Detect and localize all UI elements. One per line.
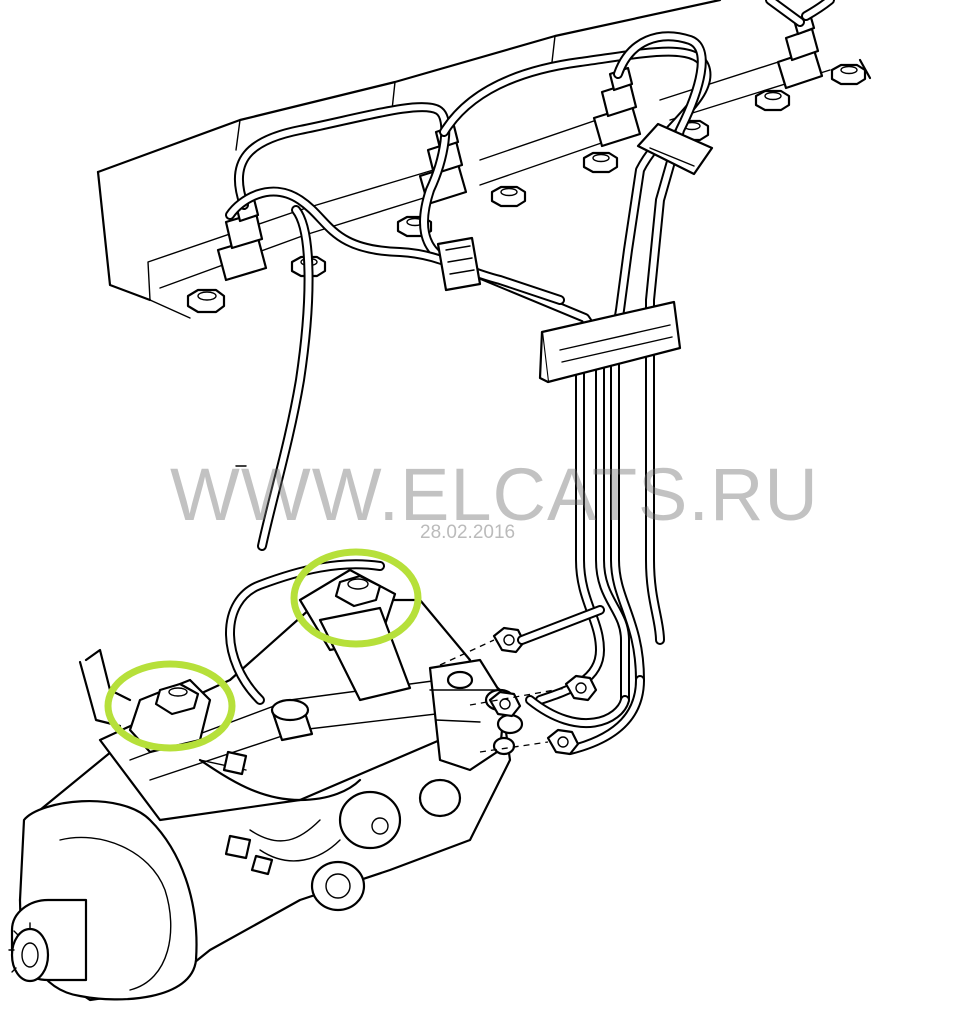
highlight-top-mount [290,548,422,648]
union-nut [564,674,598,702]
union-nut [546,728,580,756]
injector-pipes [225,0,835,755]
union-nut [492,605,605,654]
pipe-clamp-small [436,236,482,292]
head-bolt [490,185,527,208]
head-bolt [582,151,619,174]
injector-3 [592,66,642,148]
watermark-site: WWW.ELCATS.RU [170,453,819,536]
watermark-date: 28.02.2016 [420,522,516,543]
highlight-markers [104,548,422,752]
pipe-clamp-upper-right [636,122,714,176]
head-bolt-group [186,63,867,314]
injection-pump [8,559,524,1002]
head-bolt [830,63,867,86]
injector-group [216,12,824,282]
fuel-return-line [235,205,314,551]
pipe-clamp-large [538,300,682,384]
injector-1 [216,197,268,282]
head-bolt [186,288,226,314]
pipe-clamps [436,122,714,384]
union-nuts [439,605,605,756]
highlight-left-mount [104,660,236,752]
head-bolt [754,89,791,112]
